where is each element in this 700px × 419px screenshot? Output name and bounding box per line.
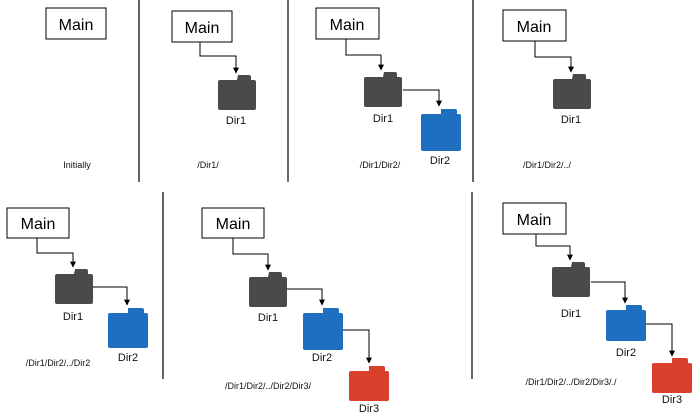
folder-dir3-label: Dir3 [662,394,682,406]
folder-dir1-icon [364,72,402,107]
connector-arrow [232,238,271,271]
main-box [315,7,380,40]
main-box-label: Main [21,216,56,233]
path-label: /Dir1/Dir2/../Dir2 [26,358,91,368]
main-box-label: Main [330,17,365,34]
path-label: /Dir1/Dir2/../Dir2/Dir3/./ [525,377,617,387]
connector-arrow [345,39,384,71]
folder-dir2-icon [606,305,646,341]
folder-dir3-icon [349,366,389,401]
main-box-label: Main [185,20,220,37]
folder-dir2-icon [303,308,343,350]
main-box [201,207,265,239]
main-box-label: Main [216,216,251,233]
connector-arrow [287,288,325,306]
folder-dir3-label: Dir3 [359,403,379,415]
folder-dir2-icon [421,109,461,151]
main-box-label: Main [517,212,552,229]
folder-dir1-icon [55,269,93,304]
folder-dir1-label: Dir1 [561,308,581,320]
folder-dir1-label: Dir1 [258,312,278,324]
connector-arrow [36,238,76,268]
main-box [45,7,107,40]
folder-dir2-icon [108,308,148,348]
path-label: /Dir1/Dir2/ [360,160,401,170]
path-label: /Dir1/Dir2/../Dir2/Dir3/ [225,381,312,391]
connector-arrow [343,329,372,364]
main-box [502,202,567,235]
path-label: /Dir1/Dir2/../ [523,160,572,170]
main-box [171,10,233,43]
connector-arrow [646,323,675,357]
connector-arrow [403,89,442,107]
connector-arrow [591,281,628,304]
folder-dir3-icon [652,358,692,393]
panel-2: Main Dir1 /Dir1/ [171,10,256,170]
folder-dir1-icon [553,74,591,109]
connector-arrow [93,286,130,306]
folder-dir2-label: Dir2 [118,352,138,364]
panel-7: Main Dir1 Dir2 Dir3 /Dir1/Dir2/../Dir2/D… [502,202,692,406]
folder-dir1-icon [249,272,287,307]
folder-dir2-label: Dir2 [312,352,332,364]
folder-dir2-label: Dir2 [430,155,450,167]
panel-6: Main Dir1 Dir2 Dir3 /Dir1/Dir2/../Dir2/D… [201,207,389,415]
connector-arrow [199,42,239,74]
panel-1: Main Initially [45,7,107,170]
folder-dir1-label: Dir1 [63,311,83,323]
folder-dir1-icon [552,262,590,297]
folder-dir1-label: Dir1 [561,114,581,126]
panel-3: Main Dir1 Dir2 /Dir1/Dir2/ [315,7,461,170]
connector-arrow [535,234,573,261]
main-box [502,9,567,42]
folder-dir1-icon [218,75,256,110]
path-label: /Dir1/ [197,160,219,170]
panel-5: Main Dir1 Dir2 /Dir1/Dir2/../Dir2 [6,207,148,368]
panel-4: Main Dir1 /Dir1/Dir2/../ [502,9,591,170]
main-box-label: Main [517,19,552,36]
main-box-label: Main [59,17,94,34]
folder-dir1-label: Dir1 [226,115,246,127]
main-box [6,207,70,239]
folder-dir2-label: Dir2 [616,347,636,359]
path-label: Initially [63,160,91,170]
connector-arrow [534,41,574,73]
folder-dir1-label: Dir1 [373,113,393,125]
